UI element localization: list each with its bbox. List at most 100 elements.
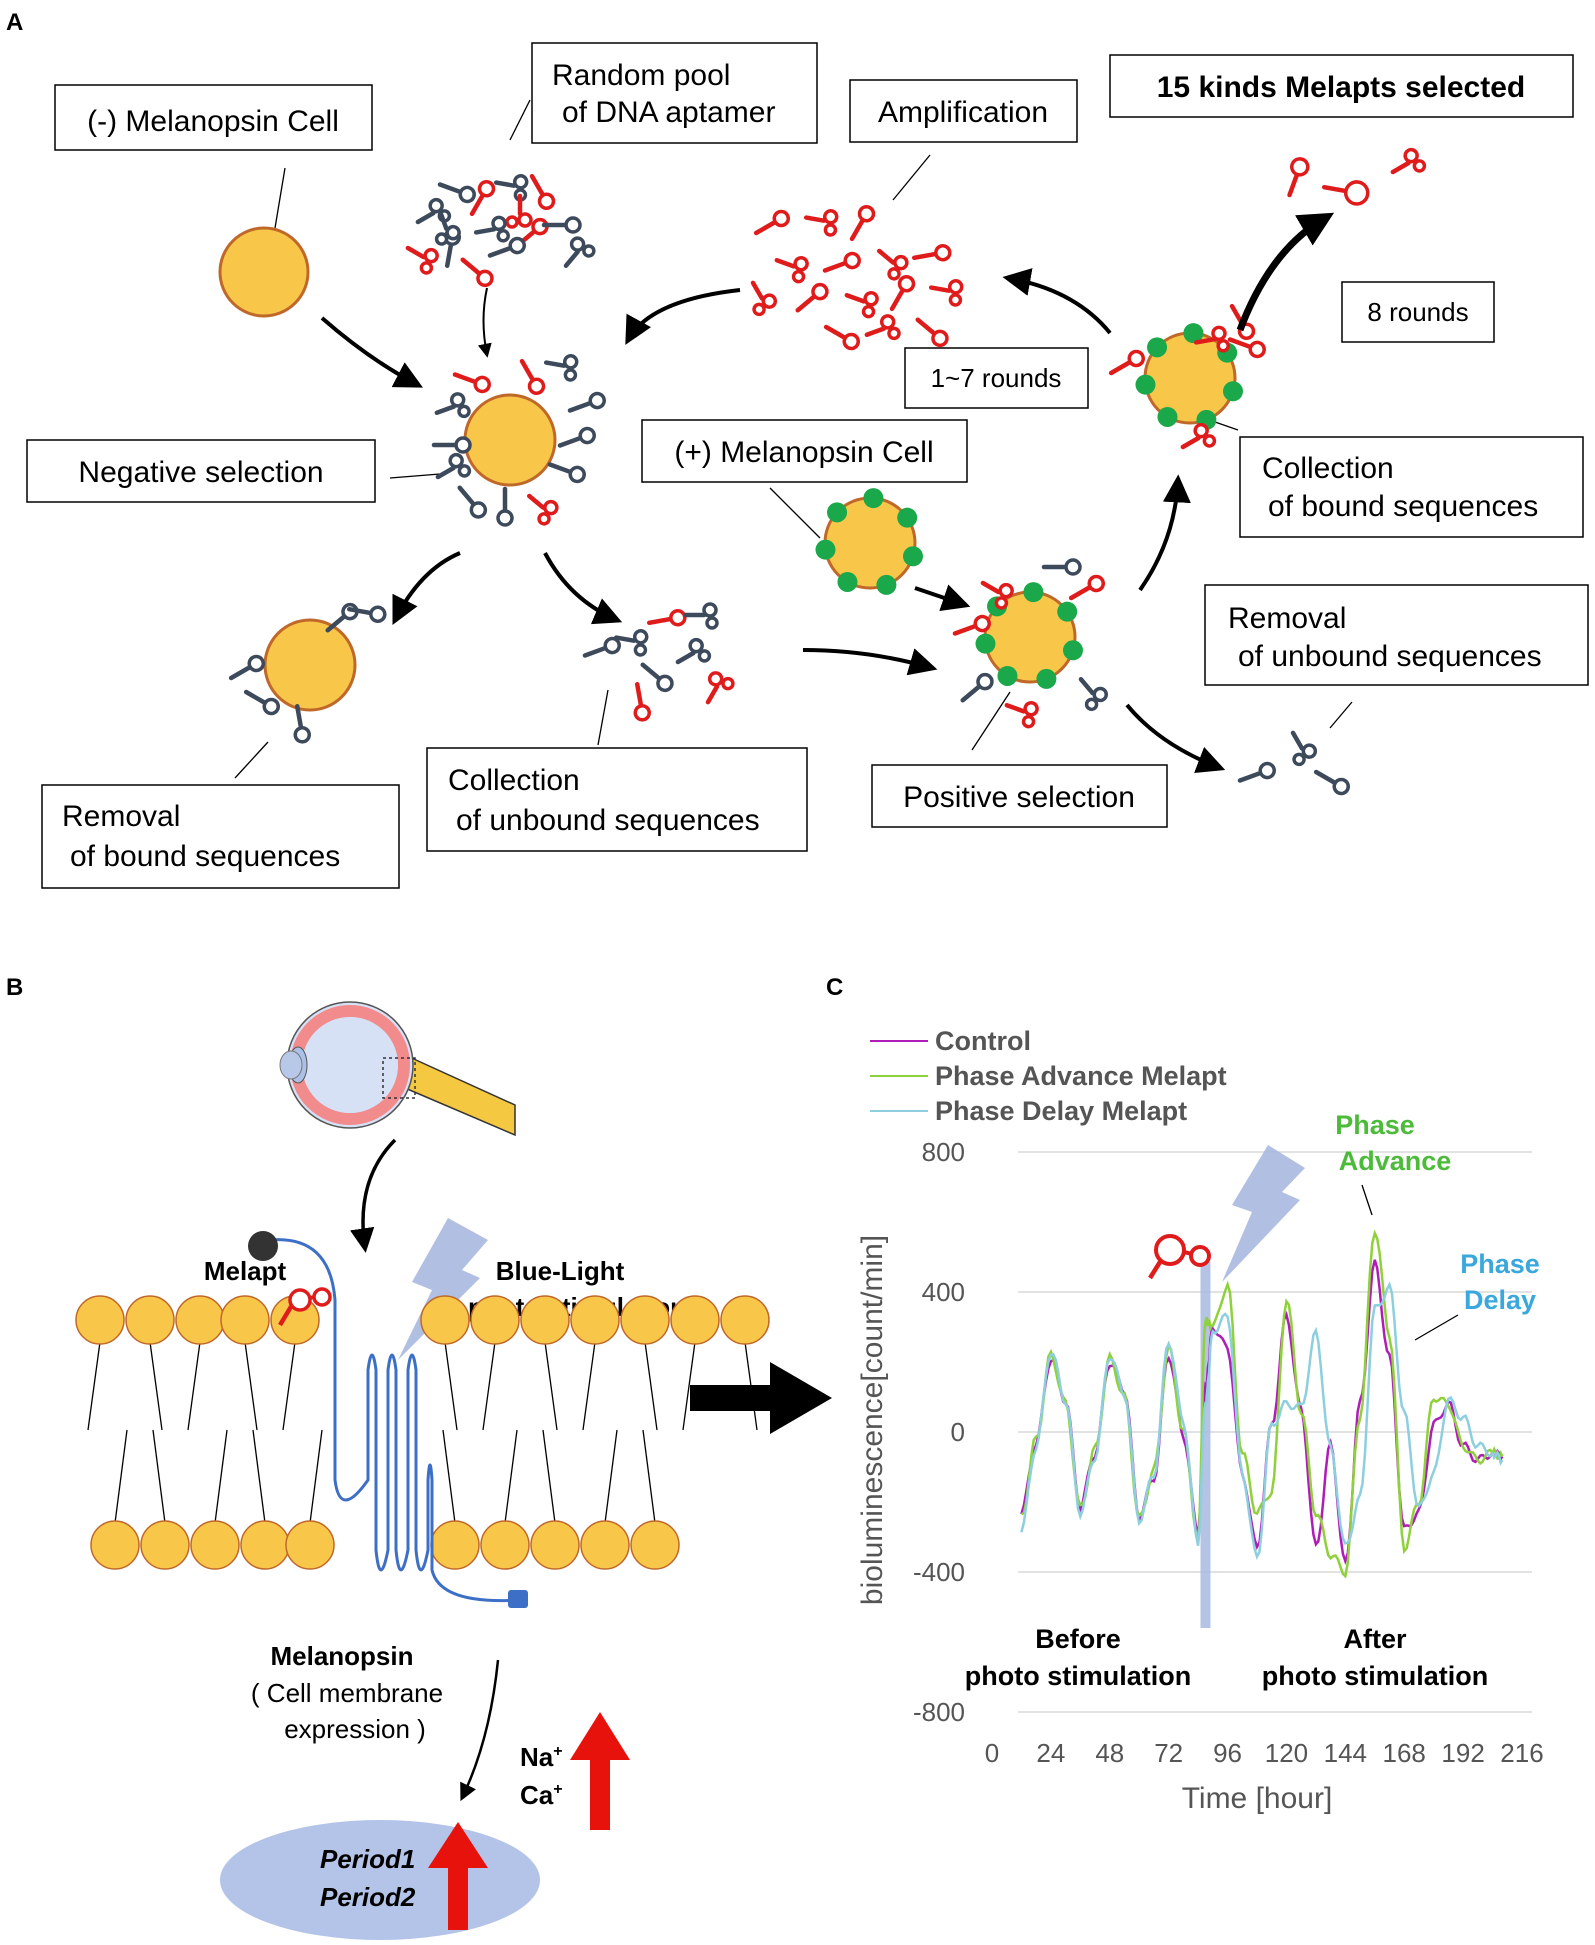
aptamer-icon [960, 672, 994, 703]
aptamer-icon [567, 391, 606, 413]
aptamer-icon [849, 204, 876, 242]
lipid-head [175, 1295, 225, 1345]
aptamer-icon [795, 282, 829, 313]
series-line-delay [1020, 1281, 1504, 1561]
aptamer-icon [293, 703, 312, 744]
aptamer-icon [405, 245, 439, 275]
positive-selection-label: Positive selection [903, 781, 1135, 814]
aptamer-icon [823, 324, 861, 351]
melanopsin-receptor-icon [1057, 601, 1078, 622]
melanopsin-protein [269, 1238, 521, 1603]
melanopsin-receptor-icon [1023, 582, 1044, 603]
collection-bound-line1: Collection [1262, 452, 1394, 485]
aptamer-icon [952, 614, 991, 636]
removal-unbound-line2: of unbound sequences [1238, 640, 1542, 673]
neg-cell-label-box: (-) Melanopsin Cell [54, 84, 373, 151]
phase-advance-line1: Phase [1335, 1110, 1415, 1140]
amplification-box: Amplification [849, 79, 1078, 143]
aptamer-icon [1287, 157, 1310, 198]
pos-cell-label-box: (+) Melanopsin Cell [641, 419, 968, 483]
lipid-head [240, 1520, 290, 1570]
y-tick-label: -400 [913, 1557, 965, 1587]
aptamer-icon [646, 608, 687, 627]
calcium-label: Ca+ [520, 1780, 563, 1810]
melanopsin-receptor-icon [1147, 337, 1168, 358]
aptamer-icon [980, 580, 1014, 610]
x-tick-label: 144 [1324, 1738, 1367, 1768]
b-to-c-arrow-icon [690, 1362, 832, 1434]
aptamer-icon [519, 358, 546, 396]
sodium-label: Na+ [520, 1742, 563, 1772]
aptamer-icon [640, 662, 674, 693]
panel-a-tag: A [6, 9, 23, 36]
legend-control: Control [935, 1026, 1031, 1056]
pos-cell [815, 488, 923, 595]
aptamer-icon [1041, 558, 1082, 576]
removal-unbound-line1: Removal [1228, 602, 1346, 635]
aptamer-icon [1004, 700, 1039, 729]
positive-selection-cell [975, 582, 1083, 689]
collection-bound-box: Collection of bound sequences [1239, 436, 1584, 538]
melanopsin-label: Melanopsin [270, 1641, 413, 1671]
removal-bound-box: Removal of bound sequences [41, 784, 400, 889]
aptamer-icon [1290, 730, 1318, 767]
melanopsin-receptor-icon [1036, 668, 1057, 689]
lipid-head [620, 1295, 670, 1345]
aptamer-icon [1237, 761, 1276, 783]
negative-selection-box: Negative selection [26, 439, 376, 503]
negative-selection-label: Negative selection [78, 456, 323, 489]
aptamer-icon [487, 236, 526, 258]
random-pool-line1: Random pool [552, 59, 730, 92]
collection-unbound-line1: Collection [448, 764, 580, 797]
y-tick-label: -800 [913, 1697, 965, 1727]
after-line2: photo stimulation [1262, 1661, 1488, 1691]
lipid-head [140, 1520, 190, 1570]
eye-icon [279, 1001, 516, 1137]
y-tick-label: 400 [922, 1277, 965, 1307]
random-pool-line2: of DNA aptamer [562, 96, 775, 129]
melapts-selected-label: 15 kinds Melapts selected [1157, 71, 1526, 104]
stimulation-bar [1200, 1262, 1211, 1628]
melanopsin-receptor-icon [897, 507, 918, 528]
aptamer-icon [543, 354, 579, 382]
aptamer-icon [1227, 337, 1266, 359]
aptamer-icon [541, 216, 582, 234]
before-line2: photo stimulation [965, 1661, 1191, 1691]
negative-selection-cell [463, 393, 557, 487]
neg-cell [218, 226, 310, 318]
aptamer-icon [774, 255, 809, 284]
removal-bound-line1: Removal [62, 800, 180, 833]
lipid-head [630, 1520, 680, 1570]
aptamer-icon [434, 392, 471, 419]
panel-c: C Control Phase Advance Melapt Phase Del… [826, 974, 1544, 1815]
aptamer-icon [613, 629, 649, 657]
expression-line2: expression ) [284, 1714, 426, 1744]
aptamer-icon [683, 602, 719, 630]
panel-b-tag: B [6, 974, 23, 1001]
aptamer-icon [582, 636, 621, 658]
melanopsin-receptor-icon [837, 571, 858, 592]
aptamer-icon [493, 174, 529, 202]
aptamer-icon [705, 671, 735, 705]
positive-selection-box: Positive selection [871, 764, 1168, 828]
lipid-head [430, 1520, 480, 1570]
x-tick-label: 48 [1095, 1738, 1124, 1768]
collected-cell [1135, 323, 1243, 430]
aptamer-icon [1108, 349, 1146, 376]
phase-delay-line1: Phase [1460, 1249, 1540, 1279]
aptamer-icon [452, 372, 491, 394]
aptamer-icon [563, 236, 596, 268]
lipid-head [420, 1295, 470, 1345]
y-tick-label: 800 [922, 1137, 965, 1167]
y-tick-label: 0 [951, 1417, 965, 1447]
lipid-head [125, 1295, 175, 1345]
aptamer-icon [496, 486, 514, 527]
melapt-label: Melapt [204, 1256, 287, 1286]
lipid-head [75, 1295, 125, 1345]
melanopsin-receptor-icon [1222, 381, 1243, 402]
pos-cell-label: (+) Melanopsin Cell [674, 436, 933, 469]
lipid-head [220, 1295, 270, 1345]
lipid-head [480, 1520, 530, 1570]
aptamer-icon [457, 485, 488, 519]
aptamer-icon [547, 462, 586, 484]
